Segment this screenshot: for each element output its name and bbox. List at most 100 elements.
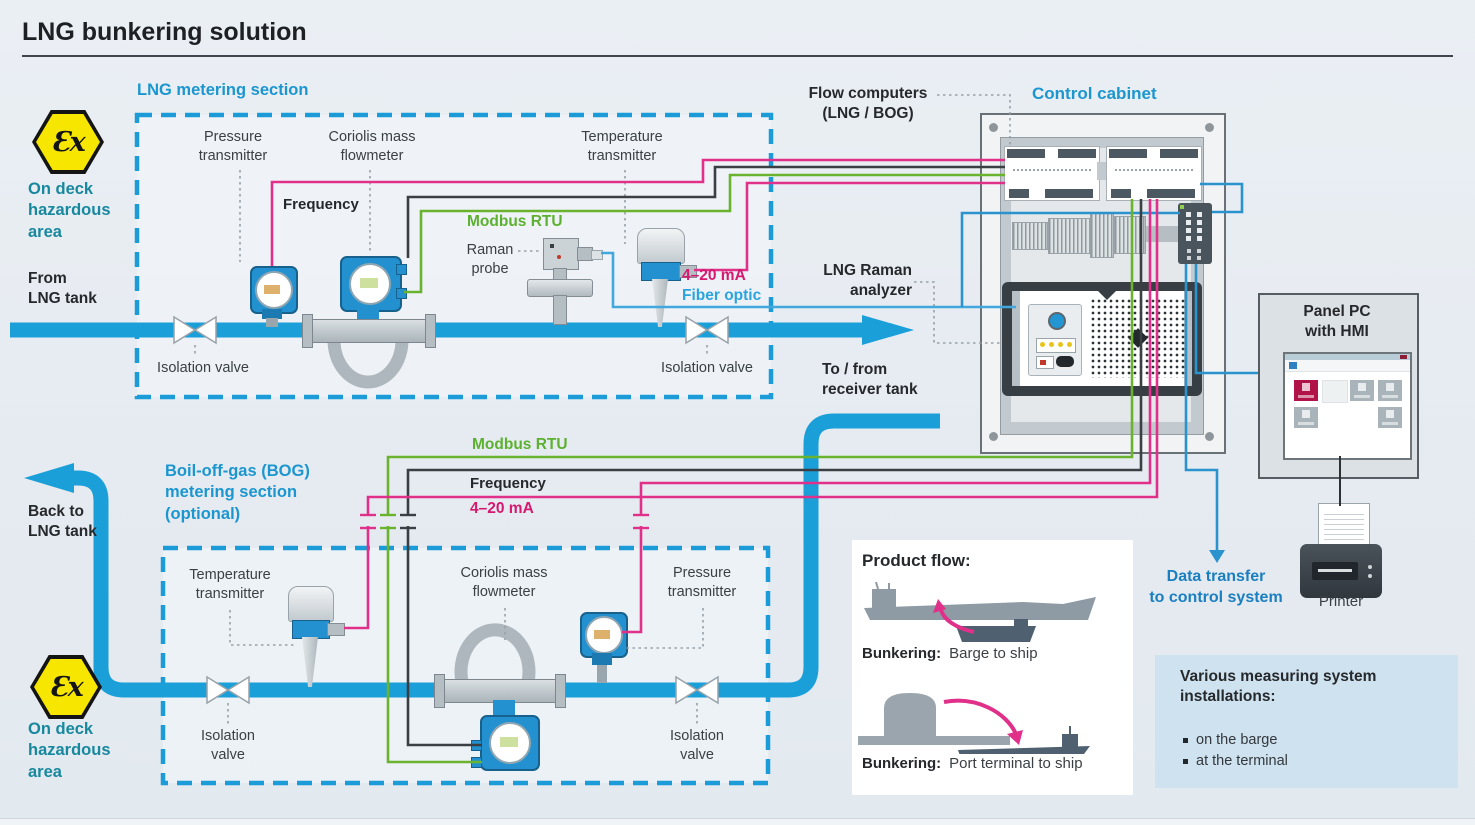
bunkering-label: Bunkering: [862, 645, 942, 662]
printer-label: Printer [1318, 593, 1364, 610]
cabinet-screw [989, 432, 998, 441]
bog-modbus-label: Modbus RTU [472, 436, 568, 453]
switch-led [1180, 205, 1184, 209]
hmi-tile-metering [1294, 380, 1318, 401]
ethernet-switch [1178, 203, 1212, 264]
hmi-tile-caption [1382, 422, 1398, 425]
module-block [1009, 189, 1029, 198]
ship-icon [864, 597, 1096, 620]
hmi-tile-caption [1354, 395, 1370, 398]
bottom-strip [0, 818, 1475, 825]
lng-temp-420ma-line [694, 181, 1005, 272]
flow-computer-lng [1004, 146, 1100, 201]
lng-coriolis-tube [308, 319, 430, 343]
bog-pipe-arrow [24, 463, 74, 493]
installation-item: on the barge [1183, 732, 1277, 748]
lng-temp-transmitter-head [637, 228, 685, 264]
printer-slot [1318, 569, 1352, 572]
bunkering-barge-scene [864, 582, 1096, 642]
flow-computers-label: Flow computers (LNG / BOG) [808, 85, 928, 123]
raman-probe-tip [591, 250, 603, 260]
barrier-gap [638, 516, 644, 526]
bog-coriolis-terminal [471, 740, 482, 751]
bog-temp-transmitter-probe [302, 637, 318, 687]
analyzer-led-row [1036, 338, 1076, 353]
bog-isolation-valve-left-label: Isolation valve [200, 728, 256, 763]
ex-hazard-badge-top: Ɛx [32, 110, 104, 174]
terminal-strip [1114, 216, 1146, 254]
analyzer-led [1058, 342, 1063, 347]
lng-coriolis-flange [302, 314, 313, 348]
ex-glyph: Ɛx [51, 126, 86, 158]
ship-icon [958, 746, 1090, 754]
lng-coriolis-terminal [396, 288, 407, 299]
bog-frequency-label: Frequency [470, 475, 546, 492]
switch-port [1186, 220, 1191, 225]
raman-probe-indicator [557, 255, 561, 259]
bunkering-label: Bunkering: [862, 755, 942, 772]
lng-valve-right-icon [685, 315, 709, 345]
bog-temp-transmitter-collar [292, 620, 330, 639]
printer [1300, 544, 1382, 598]
hmi-tile-caption [1298, 395, 1314, 398]
lng-temperature-transmitter-label: Temperature transmitter [581, 129, 663, 164]
fiber-optic-label: Fiber optic [682, 287, 762, 304]
switch-port [1197, 236, 1202, 241]
bog-isolation-valve-right-label: Isolation valve [669, 728, 725, 763]
analyzer-toggle [1036, 356, 1054, 369]
bullet-icon [1183, 737, 1188, 743]
terminal-quay-icon [858, 736, 1010, 745]
switch-port-small [1197, 249, 1201, 253]
bunkering-value: Port terminal to ship [949, 755, 1083, 772]
lng-420ma-label: 4–20 mA [682, 267, 746, 284]
lng-coriolis-display [360, 278, 378, 288]
hmi-close-icon [1400, 355, 1407, 359]
hmi-tile-glyph [1386, 383, 1394, 391]
lng-coriolis-utube [327, 339, 409, 389]
lng-isolation-valve-left-label: Isolation valve [157, 360, 249, 376]
switch-port-small [1197, 256, 1201, 260]
hmi-tile-caption [1382, 395, 1398, 398]
dotted-connector [625, 608, 704, 649]
hmi-titlebar [1285, 354, 1410, 360]
module-block [1111, 189, 1131, 198]
lng-pressure-transmitter-label: Pressure transmitter [198, 129, 268, 164]
printer-paper [1318, 503, 1370, 549]
module-block [1147, 189, 1195, 198]
lng-modbus-label: Modbus RTU [467, 213, 563, 230]
bog-pressure-transmitter-stem [597, 665, 607, 683]
hmi-logo-icon [1289, 362, 1297, 369]
lng-temp-transmitter-probe [652, 279, 668, 327]
switch-port-small [1187, 256, 1191, 260]
bog-valve-right-icon [675, 675, 699, 705]
cabinet-screw [1205, 432, 1214, 441]
ship-superstructure-icon [872, 589, 896, 608]
barrier-gap [405, 516, 411, 526]
bog-valve-left-icon [206, 675, 230, 705]
hazard-area-label-bottom: On deck hazardous area [28, 720, 111, 781]
din-rail-dotted [1012, 169, 1092, 171]
lng-section-title: LNG metering section [137, 81, 309, 99]
hmi-tile [1294, 407, 1318, 428]
hmi-tile [1322, 380, 1348, 403]
din-rail-dotted [1114, 169, 1194, 171]
terminal-tank-icon [884, 693, 936, 736]
hmi-tile-glyph [1302, 383, 1310, 391]
lng-pipe [10, 315, 914, 345]
analyzer-led [1049, 342, 1054, 347]
switch-port [1197, 212, 1202, 217]
bog-pressure-transmitter-label: Pressure transmitter [667, 565, 737, 600]
lng-valve-right-icon [705, 315, 729, 345]
bog-coriolis-flange [434, 674, 445, 708]
lng-pressure-transmitter-display [264, 285, 280, 294]
terminal-strip [1012, 222, 1048, 250]
bunkering-value: Barge to ship [949, 645, 1038, 662]
installation-item-label: on the barge [1196, 732, 1278, 748]
raman-probe-label: Raman probe [466, 242, 514, 277]
lng-temp-transmitter-collar [641, 262, 681, 281]
from-lng-tank-label: From LNG tank [28, 270, 97, 308]
hmi-tile [1378, 380, 1402, 401]
raman-probe-shaft [553, 295, 567, 325]
bunkering-row-1: Bunkering: Barge to ship [862, 645, 1038, 662]
